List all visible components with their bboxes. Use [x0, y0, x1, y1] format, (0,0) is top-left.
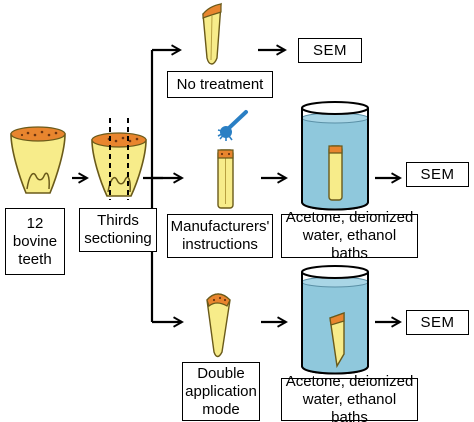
sectioned-tooth-icon: [91, 118, 147, 200]
tooth-slice-icon: [206, 293, 231, 358]
baths-box-bottom: Acetone, deionized water, ethanol baths: [281, 373, 418, 422]
sem-box-middle: SEM: [406, 162, 469, 187]
tooth-slice-icon: [217, 149, 234, 209]
baths-box-middle: Acetone, deionized water, ethanol baths: [281, 209, 418, 262]
applicator-brush-icon: [217, 110, 248, 141]
start-label-box: 12 bovine teeth: [5, 208, 65, 275]
tooth-slice-icon: [202, 2, 222, 65]
manufacturers-instructions-box: Manufacturers' instructions: [167, 214, 273, 258]
beaker-icon: [301, 101, 369, 211]
sem-box-bottom: SEM: [406, 310, 469, 335]
no-treatment-label-box: No treatment: [167, 71, 273, 98]
tooth-icon: [10, 126, 66, 194]
double-application-box: Double application mode: [182, 362, 260, 421]
sem-box-top: SEM: [298, 38, 362, 63]
beaker-icon: [301, 265, 369, 375]
sectioning-label-box: Thirds sectioning: [79, 208, 157, 252]
